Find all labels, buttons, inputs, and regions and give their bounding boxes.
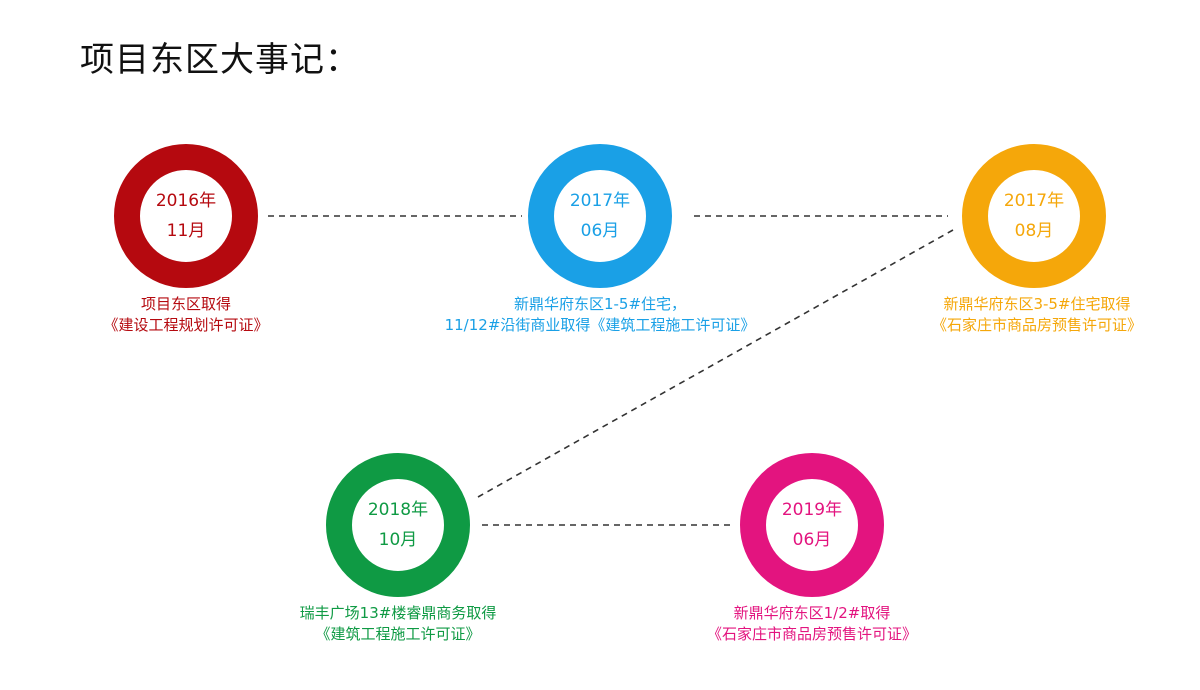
milestone-year: 2018年 <box>367 499 429 520</box>
milestone-caption-2018-10: 瑞丰广场13#楼睿鼎商务取得 《建筑工程施工许可证》 <box>300 603 497 645</box>
page-title: 项目东区大事记： <box>80 40 360 80</box>
caption-line: 11/12#沿街商业取得《建筑工程施工许可证》 <box>444 316 756 334</box>
caption-line: 新鼎华府东区1/2#取得 <box>733 604 891 622</box>
milestone-month: 08月 <box>1014 221 1054 241</box>
milestone-year: 2016年 <box>155 190 217 211</box>
milestone-year: 2017年 <box>1003 190 1065 211</box>
milestone-ring-2016-11: 2016年 11月 <box>114 144 258 288</box>
caption-line: 新鼎华府东区3-5#住宅取得 <box>943 295 1131 313</box>
milestone-ring-2019-06: 2019年 06月 <box>740 453 884 597</box>
caption-line: 《建筑工程施工许可证》 <box>315 625 481 643</box>
milestone-year: 2019年 <box>781 499 843 520</box>
caption-line: 《石家庄市商品房预售许可证》 <box>931 316 1143 334</box>
caption-line: 《建设工程规划许可证》 <box>103 316 269 334</box>
caption-line: 《石家庄市商品房预售许可证》 <box>706 625 918 643</box>
milestone-ring-2017-06: 2017年 06月 <box>528 144 672 288</box>
caption-line: 项目东区取得 <box>140 295 232 313</box>
milestone-caption-2017-08: 新鼎华府东区3-5#住宅取得 《石家庄市商品房预售许可证》 <box>932 294 1142 336</box>
milestone-month: 06月 <box>580 221 620 241</box>
milestone-month: 10月 <box>378 530 418 550</box>
milestone-month: 11月 <box>166 221 206 241</box>
milestone-year: 2017年 <box>569 190 631 211</box>
milestone-caption-2017-06: 新鼎华府东区1-5#住宅， 11/12#沿街商业取得《建筑工程施工许可证》 <box>445 294 756 336</box>
milestone-caption-2019-06: 新鼎华府东区1/2#取得 《石家庄市商品房预售许可证》 <box>707 603 917 645</box>
caption-line: 瑞丰广场13#楼睿鼎商务取得 <box>299 604 497 622</box>
milestone-caption-2016-11: 项目东区取得 《建设工程规划许可证》 <box>103 294 268 336</box>
milestone-ring-2018-10: 2018年 10月 <box>326 453 470 597</box>
milestone-month: 06月 <box>792 530 832 550</box>
caption-line: 新鼎华府东区1-5#住宅， <box>513 295 687 313</box>
milestone-ring-2017-08: 2017年 08月 <box>962 144 1106 288</box>
connector-2017b-2018 <box>477 229 954 498</box>
